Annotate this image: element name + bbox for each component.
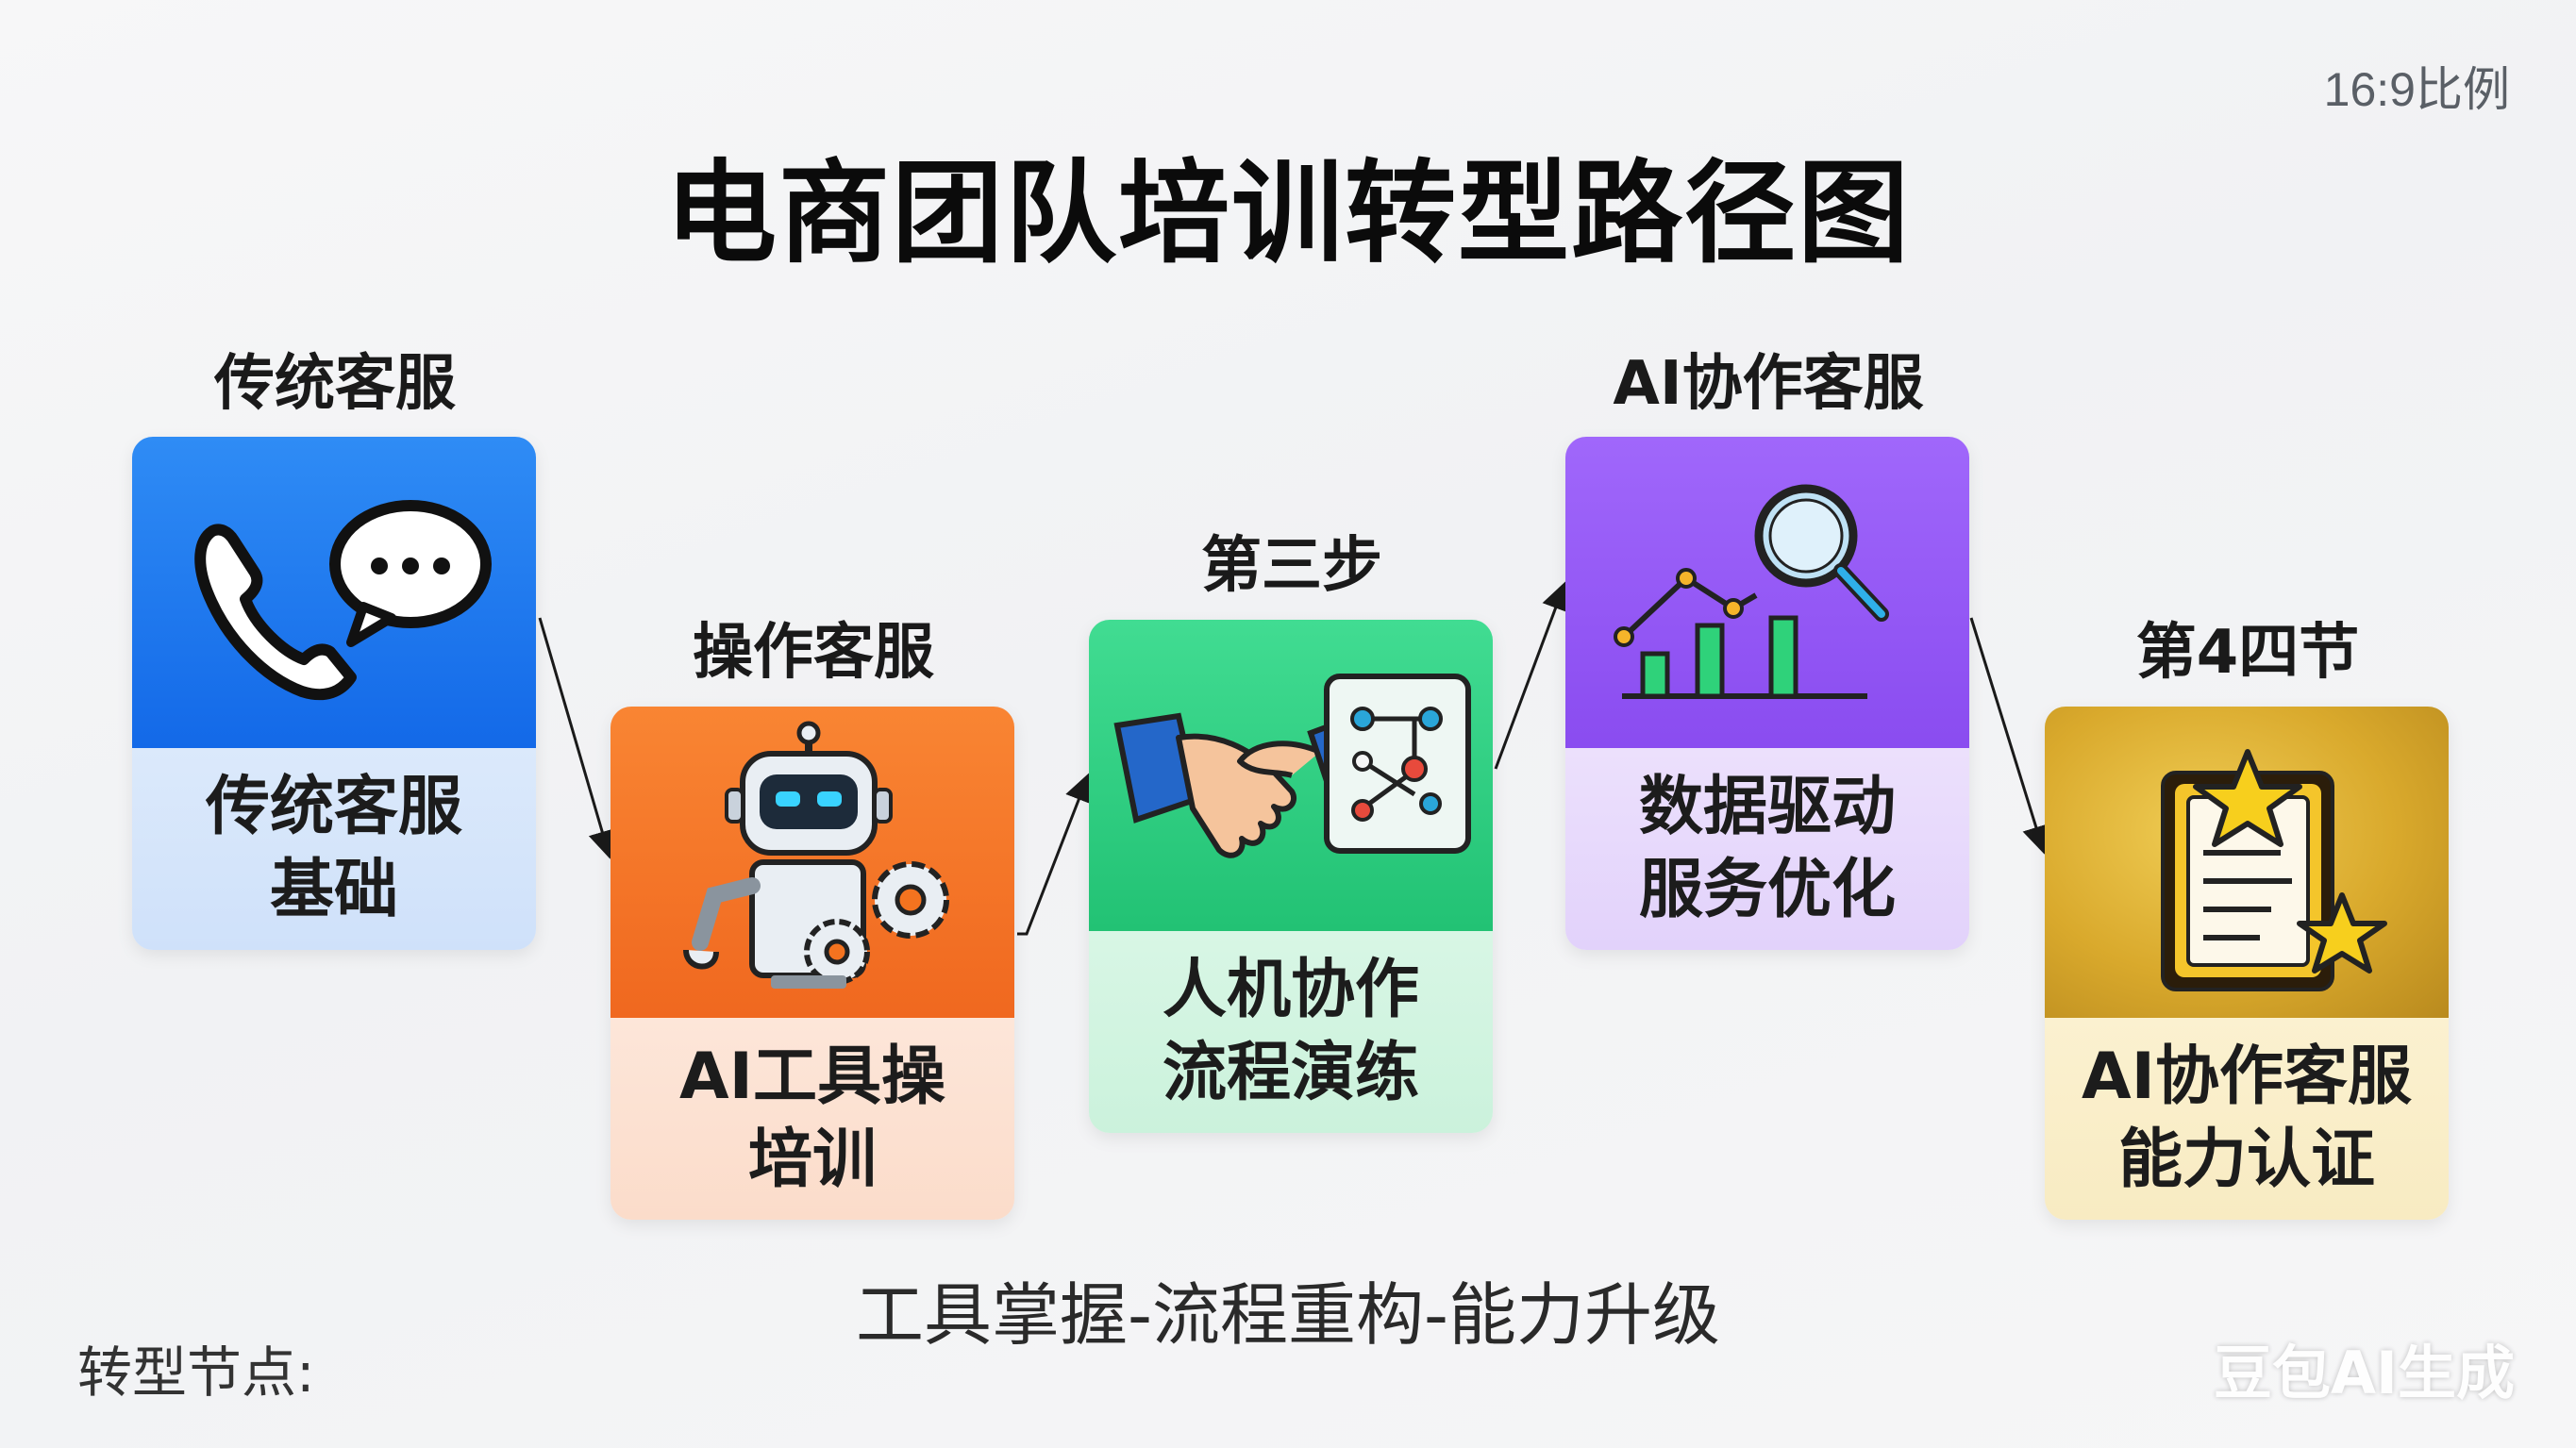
handshake-flowchart-icon	[1113, 674, 1471, 858]
step-3-header: 第三步	[1201, 531, 1382, 601]
step-3-line-1: 人机协作	[1162, 953, 1419, 1027]
step-1-line-2: 基础	[269, 853, 398, 927]
step-1-text: 传统客服 基础	[132, 748, 536, 950]
step-5-line-1: AI协作客服	[2082, 1040, 2412, 1114]
phone-chat-icon	[194, 500, 492, 701]
transformation-node-label: 转型节点:	[77, 1340, 315, 1405]
step-2-line-2: 培训	[747, 1123, 877, 1197]
step-4-line-2: 服务优化	[1638, 853, 1896, 927]
step-4-line-1: 数据驱动	[1638, 770, 1896, 844]
step-3-icon-panel	[1089, 620, 1493, 931]
step-2-card: AI工具操 培训	[611, 707, 1014, 1220]
aspect-ratio-label: 16:9比例	[2323, 63, 2510, 116]
subtitle: 工具掌握-流程重构-能力升级	[856, 1275, 1720, 1355]
arrow-2-to-3	[1017, 773, 1093, 936]
step-2-icon-panel	[611, 707, 1014, 1018]
step-5-icon-panel	[2045, 707, 2449, 1018]
page-title: 电商团队培训转型路径图	[664, 148, 1911, 278]
step-1-icon-panel	[132, 437, 536, 748]
step-5-line-2: 能力认证	[2117, 1123, 2375, 1197]
step-5-card: AI协作客服 能力认证	[2045, 707, 2449, 1220]
step-4-text: 数据驱动 服务优化	[1565, 748, 1969, 950]
step-2-line-1: AI工具操	[679, 1040, 945, 1114]
step-4-card: 数据驱动 服务优化	[1565, 437, 1969, 950]
step-3-line-2: 流程演练	[1162, 1036, 1419, 1110]
step-4-header: AI协作客服	[1613, 349, 1924, 419]
arrow-3-to-4	[1494, 581, 1569, 770]
step-1-header: 传统客服	[214, 349, 456, 419]
arrow-4-to-5	[1969, 617, 2050, 855]
chart-magnifier-icon	[1614, 484, 1889, 699]
step-1-card: 传统客服 基础	[132, 437, 536, 950]
step-4-icon-panel	[1565, 437, 1969, 748]
step-5-text: AI协作客服 能力认证	[2045, 1018, 2449, 1220]
watermark: 豆包AI生成	[2213, 1339, 2515, 1407]
certificate-stars-icon	[2161, 749, 2387, 991]
step-3-text: 人机协作 流程演练	[1089, 931, 1493, 1133]
step-2-text: AI工具操 培训	[611, 1018, 1014, 1220]
robot-gears-icon	[683, 721, 949, 989]
step-3-card: 人机协作 流程演练	[1089, 620, 1493, 1133]
step-2-header: 操作客服	[693, 618, 934, 688]
step-5-header: 第4四节	[2135, 618, 2360, 688]
step-1-line-1: 传统客服	[205, 770, 462, 844]
arrow-1-to-2	[538, 617, 616, 859]
